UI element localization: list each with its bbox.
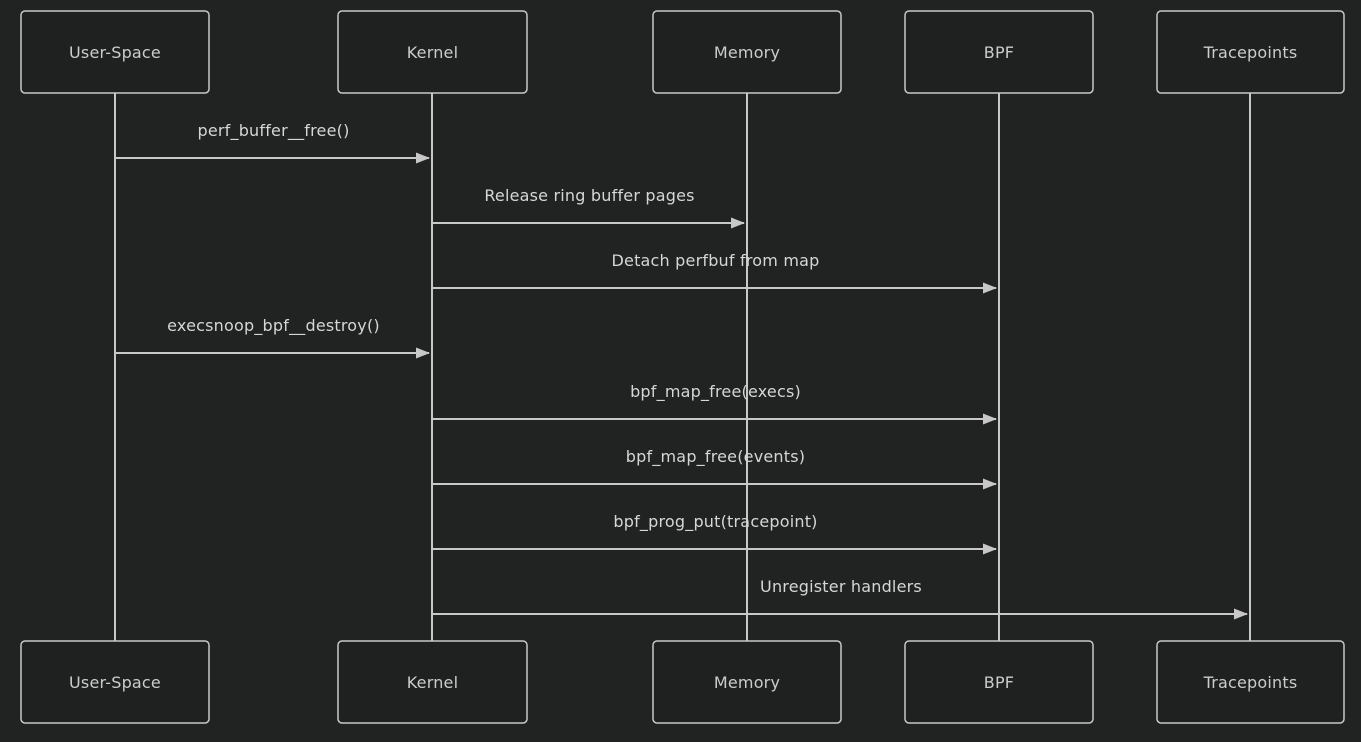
- message-label: bpf_map_free(events): [626, 447, 805, 467]
- actor-box-top-user-space: [20, 10, 210, 94]
- arrowhead-icon: [731, 217, 745, 229]
- arrowhead-icon: [983, 413, 997, 425]
- arrowhead-icon: [416, 152, 430, 164]
- message-label: bpf_map_free(execs): [630, 382, 801, 402]
- actor-label-top-memory: Memory: [714, 43, 780, 62]
- actor-box-top-kernel: [337, 10, 528, 94]
- actor-box-bottom-tracepoints: [1156, 640, 1345, 724]
- message-label: Detach perfbuf from map: [612, 251, 820, 270]
- actor-label-top-bpf: BPF: [984, 43, 1014, 62]
- actor-label-bottom-kernel: Kernel: [407, 673, 458, 692]
- arrowhead-icon: [983, 478, 997, 490]
- actor-label-top-user-space: User-Space: [69, 43, 161, 62]
- message-label: bpf_prog_put(tracepoint): [613, 512, 817, 532]
- actor-label-bottom-tracepoints: Tracepoints: [1203, 673, 1298, 692]
- actor-box-bottom-kernel: [337, 640, 528, 724]
- actor-label-bottom-memory: Memory: [714, 673, 780, 692]
- arrowhead-icon: [983, 282, 997, 294]
- actor-box-bottom-bpf: [904, 640, 1094, 724]
- message-label: perf_buffer__free(): [197, 121, 349, 141]
- actor-box-bottom-user-space: [20, 640, 210, 724]
- actor-label-bottom-bpf: BPF: [984, 673, 1014, 692]
- actor-label-bottom-user-space: User-Space: [69, 673, 161, 692]
- arrowhead-icon: [983, 543, 997, 555]
- message-label: Unregister handlers: [760, 577, 922, 596]
- actor-box-top-memory: [652, 10, 842, 94]
- actor-label-top-kernel: Kernel: [407, 43, 458, 62]
- actor-box-bottom-memory: [652, 640, 842, 724]
- arrowhead-icon: [1234, 608, 1248, 620]
- actor-box-top-bpf: [904, 10, 1094, 94]
- actor-label-top-tracepoints: Tracepoints: [1203, 43, 1298, 62]
- message-label: execsnoop_bpf__destroy(): [167, 316, 380, 336]
- arrowhead-icon: [416, 347, 430, 359]
- message-label: Release ring buffer pages: [484, 186, 694, 205]
- actor-box-top-tracepoints: [1156, 10, 1345, 94]
